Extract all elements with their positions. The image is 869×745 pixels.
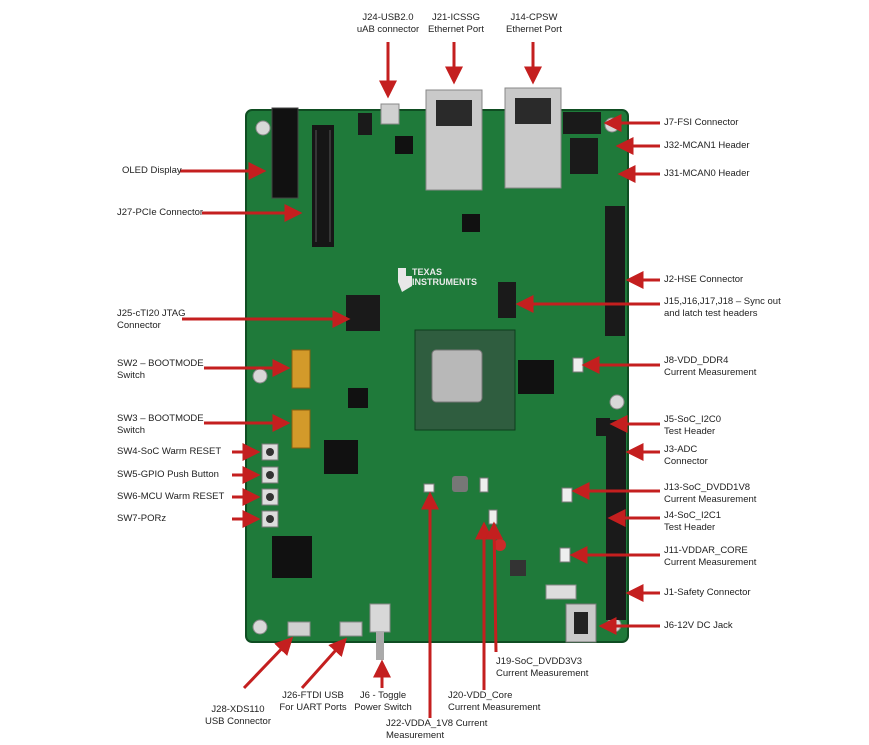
mounting-hole bbox=[609, 394, 625, 410]
inductor bbox=[452, 476, 468, 492]
bootmode-switch-sw3 bbox=[291, 409, 311, 449]
ic bbox=[462, 214, 480, 232]
push-buttons bbox=[261, 443, 279, 528]
callout-j24: J24-USB2.0 uAB connector bbox=[356, 12, 420, 35]
callout-j8: J8-VDD_DDR4 Current Measurement bbox=[664, 355, 757, 378]
callout-j6-toggle: J6 - Toggle Power Switch bbox=[354, 690, 412, 713]
i2c-header bbox=[596, 418, 610, 436]
ti-logo-text: TEXAS INSTRUMENTS bbox=[412, 267, 477, 287]
callout-sw7: SW7-PORz bbox=[117, 513, 167, 524]
current-header bbox=[488, 509, 498, 525]
xds110-ic bbox=[272, 536, 312, 578]
usb-xds110 bbox=[287, 621, 311, 637]
callout-sw3: SW3 – BOOTMODE Switch bbox=[117, 413, 204, 436]
bootmode-switch-sw2 bbox=[291, 349, 311, 389]
current-header bbox=[561, 487, 573, 503]
callout-j20: J20-VDD_Core Current Measurement bbox=[448, 690, 541, 713]
current-header bbox=[423, 483, 435, 493]
usb-uab-connector bbox=[380, 103, 400, 125]
mounting-hole bbox=[255, 120, 271, 136]
callout-sw6: SW6-MCU Warm RESET bbox=[117, 491, 225, 502]
usb-ftdi bbox=[339, 621, 363, 637]
callout-j27: J27-PCIe Connector bbox=[117, 207, 204, 218]
ic bbox=[324, 440, 358, 474]
callout-j19: J19-SoC_DVDD3V3 Current Measurement bbox=[496, 656, 589, 679]
callout-j21: J21-ICSSG Ethernet Port bbox=[428, 12, 484, 35]
regulator bbox=[510, 560, 526, 576]
sync-headers bbox=[498, 282, 516, 318]
callout-j22: J22-VDDA_1V8 Current Measurement bbox=[386, 718, 488, 741]
jtag-connector bbox=[346, 295, 380, 331]
pcie-connector bbox=[312, 125, 334, 247]
callout-arrows bbox=[180, 42, 660, 718]
capacitor bbox=[494, 539, 506, 551]
callout-j31: J31-MCAN0 Header bbox=[664, 168, 750, 179]
callout-j15: J15,J16,J17,J18 – Sync out and latch tes… bbox=[664, 296, 781, 319]
callout-sw5: SW5-GPIO Push Button bbox=[117, 469, 219, 480]
callout-j25: J25-cTI20 JTAG Connector bbox=[117, 308, 186, 331]
callout-j32: J32-MCAN1 Header bbox=[664, 140, 750, 151]
soc-lid bbox=[431, 349, 483, 403]
callout-sw2: SW2 – BOOTMODE Switch bbox=[117, 358, 204, 381]
callout-j2: J2-HSE Connector bbox=[664, 274, 744, 285]
hse-connector bbox=[605, 206, 625, 336]
callout-j3: J3-ADC Connector bbox=[664, 444, 708, 467]
callout-j4: J4-SoC_I2C1 Test Header bbox=[664, 510, 722, 533]
jumper-header bbox=[358, 113, 372, 135]
mounting-hole bbox=[252, 619, 268, 635]
callout-j13: J13-SoC_DVDD1V8 Current Measurement bbox=[664, 482, 757, 505]
callout-oled: OLED Display bbox=[122, 165, 182, 176]
callout-j28: J28-XDS110 USB Connector bbox=[204, 704, 271, 727]
ti-logo bbox=[398, 268, 412, 292]
ddr-memory bbox=[518, 360, 554, 394]
callout-sw4: SW4-SoC Warm RESET bbox=[117, 446, 222, 457]
callout-j1: J1-Safety Connector bbox=[664, 587, 751, 598]
callout-j14: J14-CPSW Ethernet Port bbox=[506, 12, 562, 35]
callout-j5: J5-SoC_I2C0 Test Header bbox=[664, 414, 722, 437]
safety-connector bbox=[545, 584, 577, 600]
fsi-connector bbox=[563, 112, 601, 134]
adc-safety-header bbox=[606, 420, 626, 620]
callout-j6-dc: J6-12V DC Jack bbox=[664, 620, 733, 631]
current-header bbox=[559, 547, 571, 563]
mounting-hole bbox=[604, 117, 620, 133]
callout-j26: J26-FTDI USB For UART Ports bbox=[279, 690, 347, 713]
ic bbox=[395, 136, 413, 154]
callout-j7: J7-FSI Connector bbox=[664, 117, 739, 128]
toggle-power-switch bbox=[369, 603, 391, 633]
callout-j11: J11-VDDAR_CORE Current Measurement bbox=[664, 545, 757, 568]
oled-display bbox=[271, 107, 299, 199]
current-header bbox=[572, 357, 584, 373]
mcan-headers bbox=[570, 138, 598, 174]
ic bbox=[348, 388, 368, 408]
mounting-hole bbox=[252, 368, 268, 384]
current-header bbox=[479, 477, 489, 493]
